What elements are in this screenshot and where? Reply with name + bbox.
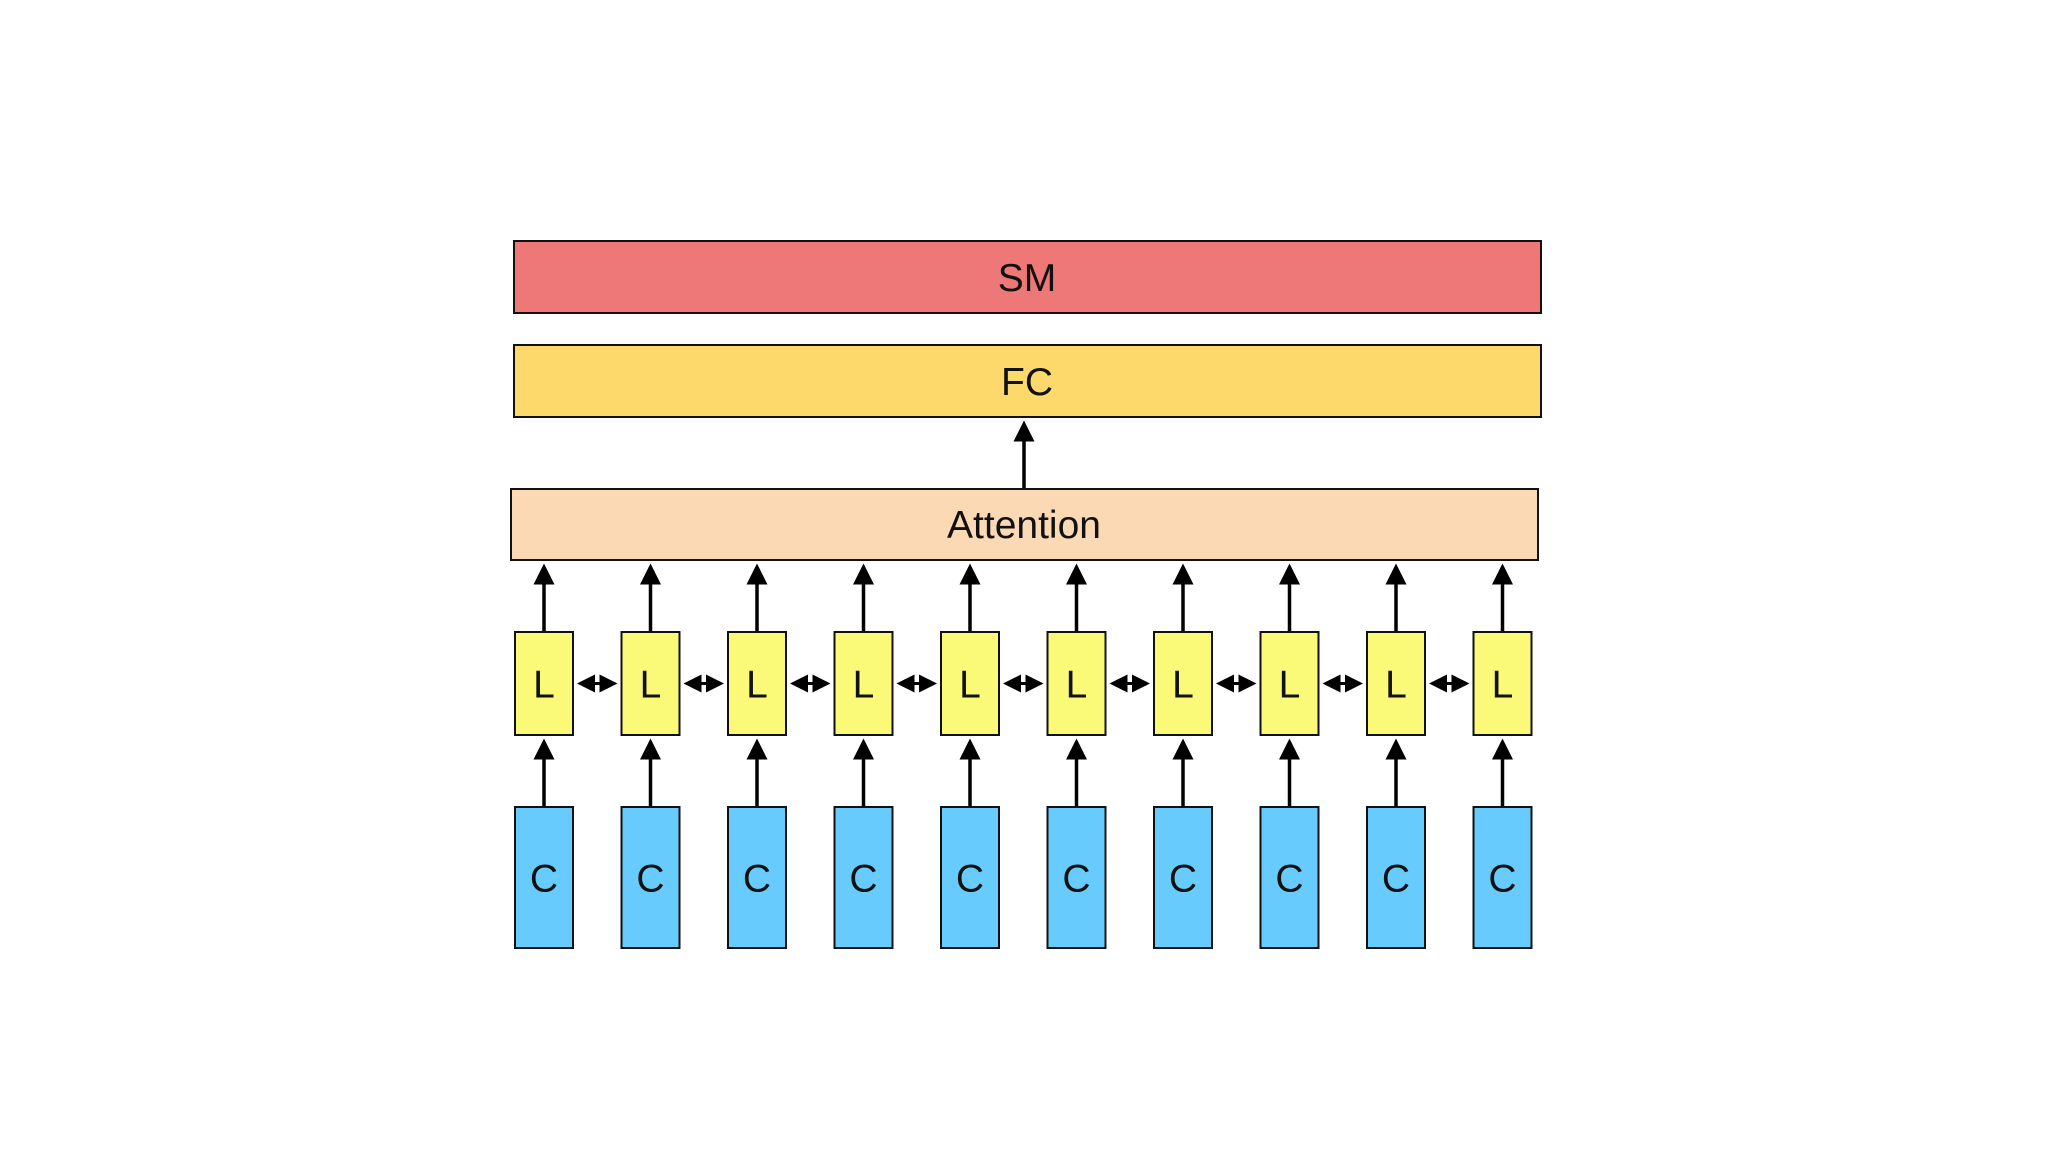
cnn-cell	[940, 806, 1000, 949]
cnn-cell	[1366, 806, 1426, 949]
lstm-cell-label: L	[746, 664, 768, 707]
cnn-cell-label: C	[1275, 858, 1303, 901]
attention-box	[510, 488, 1539, 561]
cnn-cell-label: C	[1062, 858, 1090, 901]
cnn-cell-label: C	[1488, 858, 1516, 901]
lstm-cell-label: L	[959, 664, 981, 707]
fully-connected-label: FC	[1001, 361, 1053, 404]
lstm-cell-label: L	[1385, 664, 1407, 707]
lstm-cell-label: L	[640, 664, 662, 707]
lstm-cell	[1259, 631, 1320, 736]
attention-layer: Attention	[510, 488, 1539, 561]
cnn-cell-label: C	[636, 858, 664, 901]
fully-connected-layer: FC	[513, 344, 1542, 418]
lstm-cell	[833, 631, 894, 736]
cnn-cell-label: C	[849, 858, 877, 901]
lstm-cell	[1366, 631, 1426, 736]
cnn-cell-label: C	[530, 858, 558, 901]
connection-arrows	[533, 563, 1513, 806]
lstm-cell	[727, 631, 787, 736]
cnn-cell	[1259, 806, 1320, 949]
cnn-cell-label: C	[1169, 858, 1197, 901]
lstm-cell	[620, 631, 681, 736]
cnn-cell	[1046, 806, 1107, 949]
attention-label: Attention	[947, 504, 1101, 547]
softmax-label: SM	[998, 257, 1057, 300]
lstm-cell-label: L	[1279, 664, 1301, 707]
cnn-cell	[620, 806, 681, 949]
softmax-layer: SM	[513, 240, 1542, 314]
cnn-cell	[1153, 806, 1213, 949]
lstm-cell-label: L	[1492, 664, 1514, 707]
softmax-box	[513, 240, 1542, 314]
cnn-cell	[833, 806, 894, 949]
lstm-cell	[514, 631, 574, 736]
cnn-cell	[727, 806, 787, 949]
lstm-cell-label: L	[1066, 664, 1088, 707]
cnn-cell-label: C	[956, 858, 984, 901]
fully-connected-box	[513, 344, 1542, 418]
lstm-cell	[1472, 631, 1533, 736]
cnn-cell-label: C	[743, 858, 771, 901]
lstm-cell-label: L	[1172, 664, 1194, 707]
lstm-cell	[1046, 631, 1107, 736]
lstm-cell	[1153, 631, 1213, 736]
lstm-cell-label: L	[533, 664, 555, 707]
lstm-cell-label: L	[853, 664, 875, 707]
cnn-cell-label: C	[1382, 858, 1410, 901]
cnn-cell	[1472, 806, 1533, 949]
lstm-cell	[940, 631, 1000, 736]
cnn-cell	[514, 806, 574, 949]
